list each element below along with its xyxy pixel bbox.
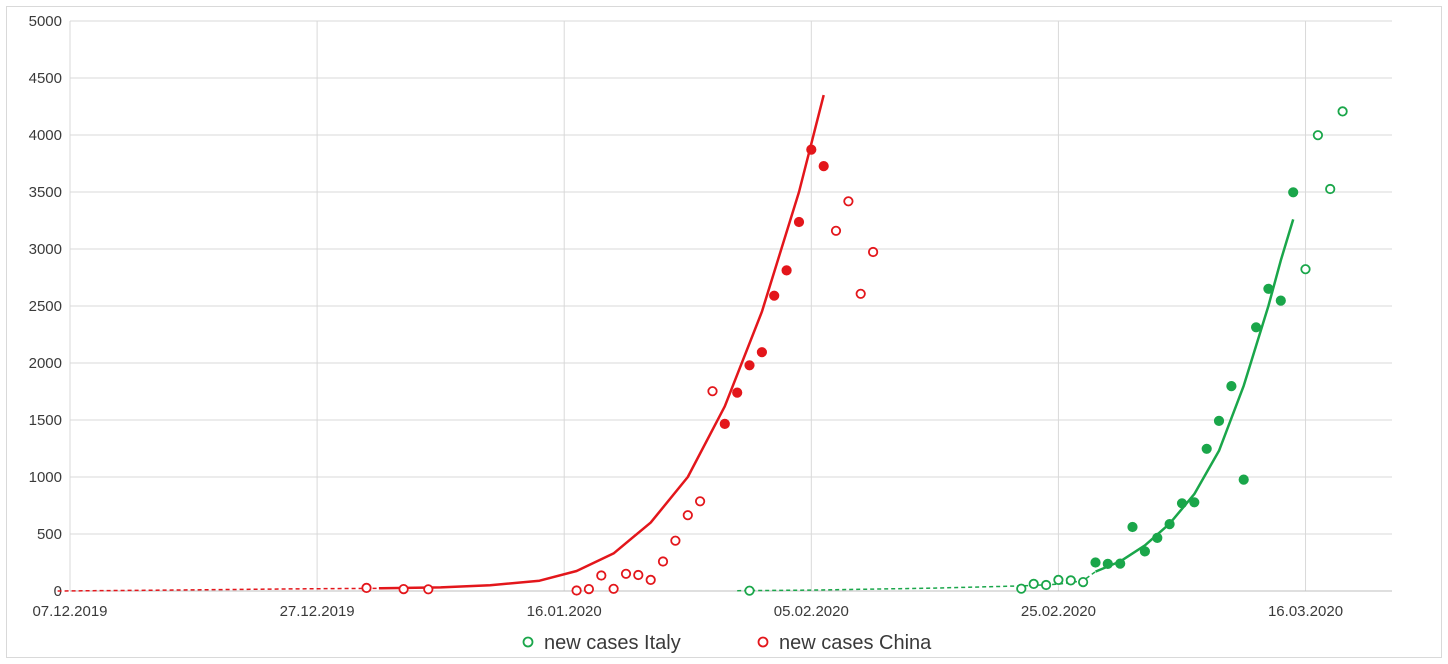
trend-line-china: [378, 94, 825, 590]
y-tick-label: 500: [37, 526, 62, 543]
data-point-italy: [1152, 532, 1163, 544]
data-point-italy: [1090, 557, 1101, 568]
data-point-china: [633, 569, 644, 581]
data-point-italy: [1139, 546, 1151, 557]
x-tick-label: 07.12.2019: [32, 603, 107, 620]
data-point-china: [843, 196, 854, 207]
data-point-china: [423, 584, 434, 595]
data-point-china: [793, 216, 805, 228]
data-point-china: [608, 583, 619, 594]
data-point-italy: [1127, 521, 1138, 533]
y-tick-label: 2500: [29, 298, 62, 315]
data-point-china: [769, 290, 780, 301]
data-point-italy: [1164, 518, 1175, 530]
y-tick-label: 5000: [29, 13, 62, 30]
data-point-china: [818, 161, 829, 172]
data-point-italy: [1288, 187, 1299, 198]
axis-layer: 0500100015002000250030003500400045005000…: [29, 13, 1392, 620]
data-point-italy: [1176, 498, 1188, 509]
trend-layer: [57, 94, 1295, 592]
legend-marker-italy: [522, 636, 534, 648]
data-point-italy: [744, 585, 755, 596]
data-point-china: [583, 583, 595, 595]
data-point-china: [781, 265, 792, 276]
x-tick-label: 05.02.2020: [774, 603, 849, 620]
y-tick-label: 3500: [29, 184, 62, 201]
data-point-china: [756, 347, 768, 358]
data-point-italy: [1213, 415, 1225, 426]
data-point-italy: [1263, 283, 1274, 294]
data-point-italy: [1226, 380, 1237, 392]
data-point-italy: [1028, 578, 1039, 590]
data-point-china: [645, 574, 656, 586]
data-point-china: [855, 288, 866, 299]
legend-label-china: new cases China: [779, 632, 932, 654]
legend: new cases Italy new cases China: [522, 632, 932, 654]
data-point-china: [719, 418, 730, 429]
data-point-italy: [1053, 574, 1064, 586]
data-point-italy: [1337, 106, 1348, 117]
data-point-italy: [1238, 474, 1249, 485]
y-tick-label: 1000: [29, 469, 62, 486]
data-point-italy: [1312, 130, 1324, 141]
data-point-italy: [1300, 264, 1311, 275]
data-point-china: [694, 496, 706, 507]
y-tick-label: 2000: [29, 355, 62, 372]
data-point-china: [657, 556, 669, 567]
grid-layer: [69, 20, 1392, 592]
data-point-italy: [1078, 576, 1089, 588]
data-point-italy: [1251, 322, 1262, 333]
data-point-china: [670, 535, 681, 546]
legend-marker-china: [757, 636, 769, 648]
data-point-china: [571, 585, 582, 596]
data-point-italy: [1275, 295, 1286, 306]
data-point-china: [682, 510, 693, 521]
data-point-italy: [1115, 558, 1126, 569]
data-point-china: [707, 386, 718, 397]
data-point-china: [806, 144, 817, 155]
x-tick-label: 25.02.2020: [1021, 603, 1096, 620]
y-tick-label: 3000: [29, 241, 62, 258]
data-point-china: [732, 387, 743, 398]
data-point-china: [596, 570, 607, 581]
data-point-italy: [1016, 583, 1027, 594]
x-tick-label: 16.03.2020: [1268, 603, 1343, 620]
x-tick-label: 16.01.2020: [527, 603, 602, 620]
point-layer: [361, 106, 1348, 596]
y-tick-label: 4500: [29, 70, 62, 87]
data-point-italy: [1041, 579, 1052, 591]
y-tick-label: 4000: [29, 127, 62, 144]
data-point-italy: [1189, 497, 1200, 508]
trend-line-italy: [1095, 219, 1295, 573]
data-point-china: [830, 225, 842, 236]
data-point-china: [398, 583, 409, 595]
data-point-italy: [1201, 443, 1212, 454]
data-point-china: [744, 360, 755, 371]
y-tick-label: 1500: [29, 412, 62, 429]
data-point-italy: [1102, 558, 1113, 570]
data-point-china: [867, 246, 879, 258]
trend-dashed-italy: [737, 570, 1096, 592]
data-point-china: [620, 568, 632, 579]
x-tick-label: 27.12.2019: [280, 603, 355, 620]
legend-label-italy: new cases Italy: [544, 632, 681, 654]
data-point-italy: [1325, 183, 1336, 195]
data-point-china: [361, 582, 372, 594]
data-point-italy: [1065, 575, 1076, 586]
